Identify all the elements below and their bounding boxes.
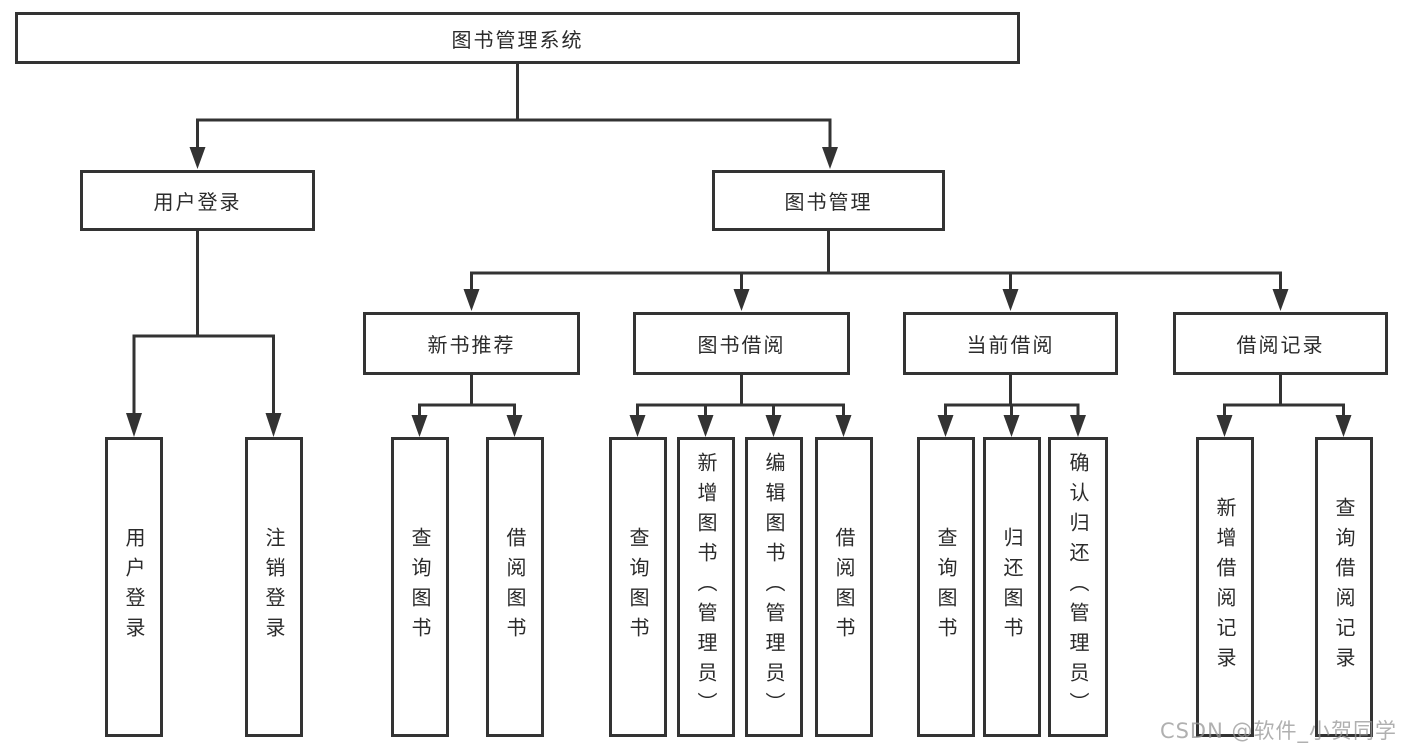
- node-book-management: 图书管理: [712, 170, 945, 231]
- node-borrowing-records-label: 借阅记录: [1236, 333, 1325, 357]
- leaf-borrow-edit-books-admin-label: 编辑图书（管理员）: [762, 452, 786, 722]
- leaf-borrow-add-books-admin: 新增图书（管理员）: [677, 437, 735, 737]
- leaf-newbook-borrow-books-label: 借阅图书: [503, 527, 527, 647]
- leaf-newbook-borrow-books: 借阅图书: [486, 437, 544, 737]
- node-user-login: 用户登录: [80, 170, 315, 231]
- leaf-records-query-record-label: 查询借阅记录: [1332, 497, 1356, 677]
- connector-borrowing-records-to-leaves: [1216, 375, 1352, 437]
- leaf-logout-label: 注销登录: [262, 527, 286, 647]
- leaf-logout: 注销登录: [245, 437, 303, 737]
- leaf-current-confirm-return-admin: 确认归还（管理员）: [1048, 437, 1108, 737]
- leaf-current-query-books-label: 查询图书: [934, 527, 958, 647]
- node-book-management-label: 图书管理: [784, 190, 873, 214]
- leaf-borrow-edit-books-admin: 编辑图书（管理员）: [745, 437, 803, 737]
- node-new-book-recommendation: 新书推荐: [363, 312, 580, 375]
- leaf-records-add-record-label: 新增借阅记录: [1213, 497, 1237, 677]
- leaf-current-query-books: 查询图书: [917, 437, 975, 737]
- node-root-label: 图书管理系统: [451, 27, 584, 52]
- leaf-records-query-record: 查询借阅记录: [1315, 437, 1373, 737]
- csdn-watermark: CSDN @软件_小贺同学: [1159, 719, 1397, 743]
- leaf-borrow-add-books-admin-label: 新增图书（管理员）: [694, 452, 718, 722]
- leaf-current-confirm-return-admin-label: 确认归还（管理员）: [1066, 452, 1090, 722]
- connector-book-management-to-level3: [463, 231, 1289, 311]
- leaf-user-login: 用户登录: [105, 437, 163, 737]
- connector-user-login-to-leaves: [126, 231, 282, 437]
- connector-root-to-level2: [189, 64, 838, 169]
- node-book-borrowing: 图书借阅: [633, 312, 850, 375]
- node-current-borrowing-label: 当前借阅: [966, 333, 1055, 357]
- node-new-book-recommendation-label: 新书推荐: [427, 333, 516, 357]
- leaf-current-return-books-label: 归还图书: [1000, 527, 1024, 647]
- connector-current-borrowing-to-leaves: [937, 375, 1086, 437]
- leaf-newbook-query-books-label: 查询图书: [408, 527, 432, 647]
- leaf-current-return-books: 归还图书: [983, 437, 1041, 737]
- leaf-records-add-record: 新增借阅记录: [1196, 437, 1254, 737]
- node-root: 图书管理系统: [15, 12, 1020, 64]
- leaf-borrow-query-books-label: 查询图书: [626, 527, 650, 647]
- node-borrowing-records: 借阅记录: [1173, 312, 1388, 375]
- node-book-borrowing-label: 图书借阅: [697, 333, 786, 357]
- leaf-borrow-borrow-books-label: 借阅图书: [832, 527, 856, 647]
- leaf-borrow-query-books: 查询图书: [609, 437, 667, 737]
- leaf-newbook-query-books: 查询图书: [391, 437, 449, 737]
- node-user-login-label: 用户登录: [153, 190, 242, 214]
- leaf-borrow-borrow-books: 借阅图书: [815, 437, 873, 737]
- node-current-borrowing: 当前借阅: [903, 312, 1118, 375]
- connector-new-book-recommendation-to-leaves: [411, 375, 523, 437]
- connector-book-borrowing-to-leaves: [629, 375, 852, 437]
- leaf-user-login-label: 用户登录: [122, 527, 146, 647]
